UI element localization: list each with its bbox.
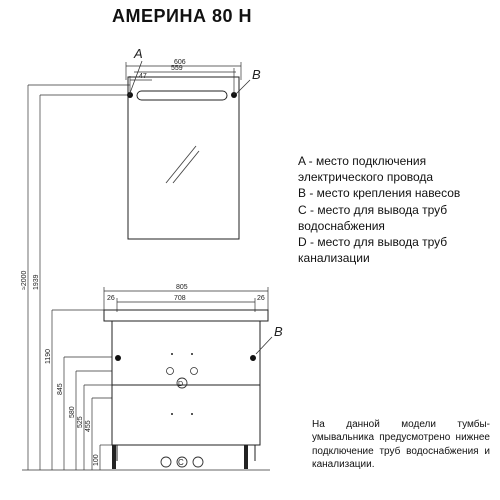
dim-805-label: 805 [176, 284, 188, 291]
pipe-outlet-left [160, 456, 172, 468]
mirror-glare-icon [165, 145, 200, 184]
legend: A - место подключения электрического про… [298, 153, 498, 266]
cabinet-legs [112, 445, 248, 469]
legend-line-2: электрического провода [298, 170, 434, 185]
page-title: АМЕРИНА 80 Н [112, 6, 252, 26]
mirror-outline [127, 76, 240, 240]
marker-b-bottom-label: B [274, 324, 283, 339]
drain-outlet [176, 377, 188, 389]
dim-26-right-label: 26 [257, 295, 265, 302]
dim-580-label: 580 [69, 406, 76, 418]
dim-845-label: 845 [57, 383, 64, 395]
legend-line-7: канализации [298, 251, 370, 266]
dim-100-label: 100 [93, 454, 100, 466]
mirror-lamp [136, 90, 228, 101]
dim-47-label: 47 [139, 73, 147, 80]
cabinet-mount-right [250, 355, 256, 361]
legend-line-1: A - место подключения [298, 154, 427, 168]
dim-1190-label: 1190 [45, 349, 52, 364]
marker-d-label: D [178, 381, 183, 388]
legend-line-3: B - место крепления навесов [298, 186, 461, 201]
pipe-outlet-right [192, 456, 204, 468]
dim-26-left-label: 26 [107, 295, 115, 302]
legend-line-5: водоснабжения [298, 218, 385, 233]
dim-708-label: 708 [174, 295, 186, 302]
vanity-cabinet [103, 309, 269, 461]
marker-a-label: A [133, 46, 143, 61]
dim-606-label: 606 [174, 59, 186, 66]
dim-1939-label: 1939 [33, 274, 40, 290]
marker-c-label: C [178, 458, 184, 467]
legend-line-4: C - место для вывода труб [298, 202, 448, 217]
legend-line-6: D - место для вывода труб [298, 235, 448, 250]
dim-525-label: 525 [77, 416, 84, 428]
cabinet-mount-left [115, 355, 121, 361]
dim-455-label: 455 [85, 420, 92, 432]
dim-559-label: 559 [171, 65, 183, 72]
dim-2000-label: ≈2000 [21, 270, 28, 290]
marker-b-top-label: B [252, 67, 261, 82]
installation-note: На данной модели тумбы-умывальника преду… [312, 419, 490, 471]
pipe-outlet-center [176, 456, 188, 468]
